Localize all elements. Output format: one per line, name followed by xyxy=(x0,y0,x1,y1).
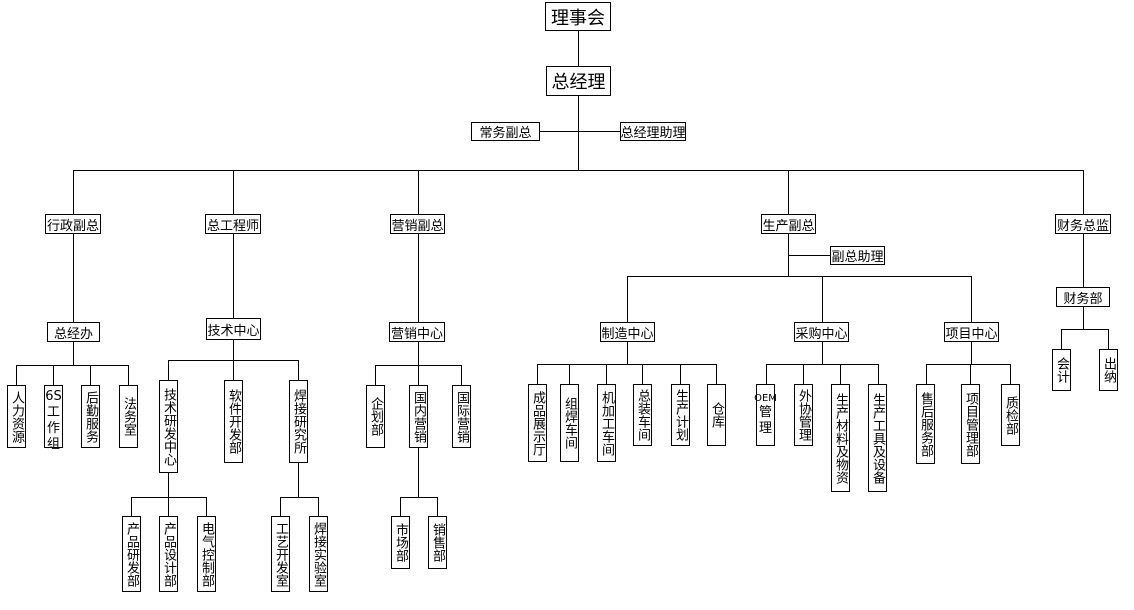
product-rd-box: 产品研发部 xyxy=(122,516,141,592)
6s-char-3: 组 xyxy=(46,437,60,452)
software-dept-box: 软件开发部 xyxy=(224,380,243,463)
production-assistant-box: 副总助理 xyxy=(830,246,885,265)
purchasing-center-box: 采购中心 xyxy=(794,322,849,342)
6s-label: 6S xyxy=(45,389,62,404)
finance-dept-box: 财务部 xyxy=(1056,287,1110,307)
product-design-box: 产品设计部 xyxy=(159,516,178,592)
vp-admin-box: 行政副总 xyxy=(45,214,101,234)
vp-marketing-box: 营销副总 xyxy=(390,214,445,234)
process-dev-box: 工艺开发室 xyxy=(271,516,290,592)
domestic-marketing-box: 国内营销 xyxy=(409,385,428,448)
planning-dept-box: 企划部 xyxy=(366,385,385,448)
manufacturing-center-box: 制造中心 xyxy=(600,322,655,342)
warehouse-box: 仓库 xyxy=(707,384,726,446)
6s-char-2: 作 xyxy=(46,421,60,436)
rd-center-box: 技术研发中心 xyxy=(159,380,178,473)
board-box: 理事会 xyxy=(545,2,611,31)
outsourcing-mgmt-box: 外协管理 xyxy=(794,384,813,446)
after-sales-box: 售后服务部 xyxy=(916,384,935,464)
cfo-box: 财务总监 xyxy=(1055,214,1111,234)
welding-lab-box: 焊接实验室 xyxy=(309,516,328,592)
machining-workshop-box: 机加工车间 xyxy=(597,384,616,462)
cashier-box: 出纳 xyxy=(1099,349,1118,391)
market-dept-box: 市场部 xyxy=(391,516,410,569)
general-manager-box: 总经理 xyxy=(546,66,611,96)
6s-workgroup-box: 6S 工 作 组 xyxy=(44,385,63,452)
6s-char-1: 工 xyxy=(46,405,60,420)
welding-institute-box: 焊接研究所 xyxy=(289,380,308,463)
chief-engineer-box: 总工程师 xyxy=(205,214,261,234)
oem-label: OEM xyxy=(754,393,777,404)
welding-workshop-box: 组焊车间 xyxy=(560,384,579,462)
hr-box: 人力资源 xyxy=(7,385,26,448)
gm-assistant-box: 总经理助理 xyxy=(620,122,686,141)
project-mgmt-box: 项目管理部 xyxy=(961,384,980,464)
intl-marketing-box: 国际营销 xyxy=(452,385,471,448)
gm-office-box: 总经办 xyxy=(47,322,100,342)
legal-box: 法务室 xyxy=(119,385,138,448)
accounting-box: 会计 xyxy=(1052,349,1071,391)
production-planning-box: 生产计划 xyxy=(671,384,690,446)
assembly-workshop-box: 总装车间 xyxy=(633,384,652,446)
sales-dept-box: 销售部 xyxy=(428,516,447,569)
logistics-box: 后勤服务 xyxy=(81,385,100,448)
executive-vp-box: 常务副总 xyxy=(471,122,540,141)
oem-char-2: 理 xyxy=(758,421,772,436)
oem-char-1: 管 xyxy=(758,405,772,420)
vp-production-box: 生产副总 xyxy=(761,214,816,234)
project-center-box: 项目中心 xyxy=(944,322,999,342)
tech-center-box: 技术中心 xyxy=(206,318,261,340)
materials-supplies-box: 生产材料及物资 xyxy=(831,384,850,492)
marketing-center-box: 营销中心 xyxy=(389,322,445,342)
tools-equipment-box: 生产工具及设备 xyxy=(868,384,887,492)
quality-inspection-box: 质检部 xyxy=(1001,384,1020,446)
electrical-control-box: 电气控制部 xyxy=(197,516,216,592)
showroom-box: 成品展示厅 xyxy=(528,384,547,462)
oem-management-box: OEM 管 理 xyxy=(754,384,777,446)
